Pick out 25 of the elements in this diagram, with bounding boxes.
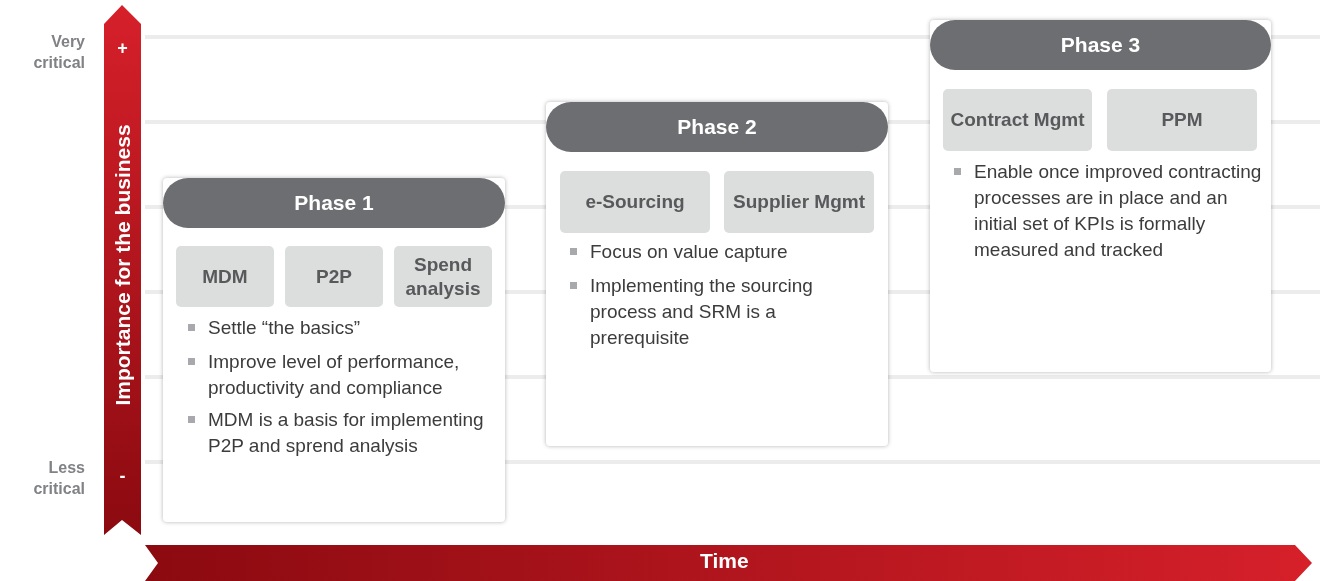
phase-card (930, 20, 1271, 372)
phase-card (163, 178, 505, 522)
phase-card (546, 102, 888, 446)
bullet-text: Settle “the basics” (176, 315, 498, 341)
axis-sign: - (118, 466, 127, 487)
axis-sign: + (116, 38, 129, 59)
axis-title: Time (700, 549, 749, 573)
axis-label: Less critical (32, 458, 85, 499)
phase-heading: Phase 2 (546, 102, 888, 152)
bullet-text: Focus on value capture (558, 239, 880, 265)
bullet-text: Improve level of performance, productivity and compliance (176, 349, 498, 401)
bullet-text: Enable once improved contracting processes are in place and an initial set of KPIs is formally measured and tracked (942, 159, 1264, 263)
bullet-text: MDM is a basis for implementing P2P and sprend analysis (176, 407, 498, 459)
phase-heading: Phase 3 (930, 20, 1271, 70)
module-box: Contract Mgmt (943, 89, 1092, 151)
module-box: P2P (285, 246, 383, 307)
module-box: Spend analysis (394, 246, 492, 307)
module-box: Supplier Mgmt (724, 171, 874, 233)
axis-label: Very critical (32, 32, 85, 73)
module-box: PPM (1107, 89, 1257, 151)
axis-title: Importance for the business (111, 124, 135, 406)
phase-heading: Phase 1 (163, 178, 505, 228)
bullet-text: Implementing the sourcing process and SRM is a prerequisite (558, 273, 880, 351)
module-box: MDM (176, 246, 274, 307)
module-box: e-Sourcing (560, 171, 710, 233)
